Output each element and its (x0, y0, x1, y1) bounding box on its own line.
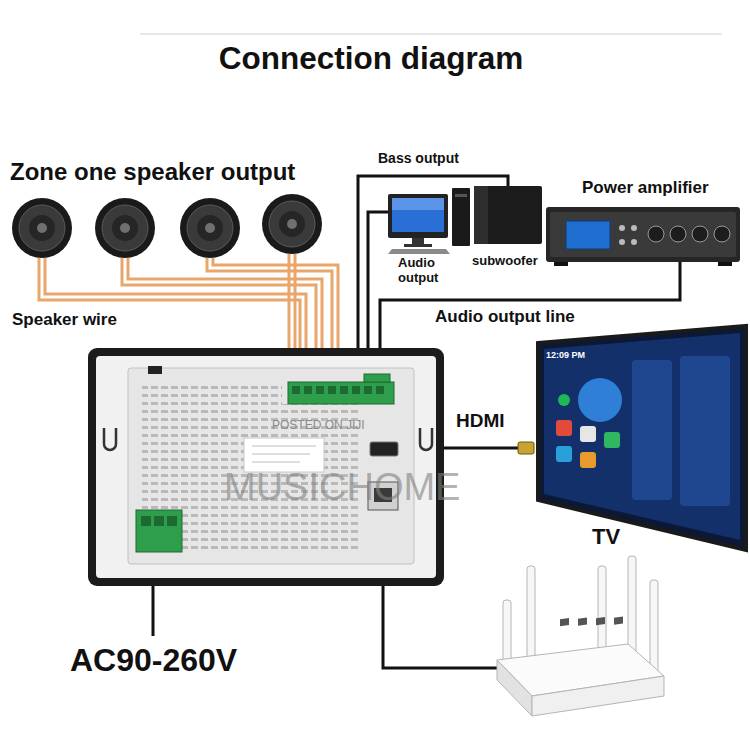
app-icon (556, 420, 572, 436)
ceiling-speaker (262, 194, 322, 254)
power-label: AC90-260V (70, 642, 237, 679)
subwoofer-node: subwoofer (470, 184, 548, 274)
speakers (12, 194, 322, 258)
mounting-hole (420, 428, 432, 450)
watermark: MUSICHOME (224, 466, 460, 510)
title-rule (140, 34, 722, 35)
speaker-wire (288, 254, 291, 350)
drive-bay (455, 194, 467, 197)
node-text: 12:09 PM (546, 350, 585, 360)
power-amplifier (546, 207, 740, 266)
speaker-wires (39, 254, 338, 350)
speaker-terminal (288, 382, 394, 404)
zone-label: Zone one speaker output (10, 158, 295, 186)
power-terminal (136, 510, 182, 552)
subwoofer-side (474, 186, 488, 244)
router (497, 556, 664, 716)
app-icon (556, 446, 572, 462)
mounting-hole (104, 428, 116, 450)
signal-terminal (364, 374, 390, 382)
node-text: Audio output (398, 256, 458, 286)
ceiling-speaker (95, 198, 155, 258)
amplifier-case (546, 207, 740, 262)
app-icon (578, 378, 622, 422)
port-label: HDMI (456, 410, 505, 432)
app-icon (580, 426, 596, 442)
lan-port (614, 616, 623, 624)
hdmi-cable (444, 447, 520, 450)
app-icon (580, 452, 596, 468)
tv (538, 326, 746, 550)
node-text: Power amplifier (582, 178, 709, 198)
node-text: subwoofer (472, 254, 538, 269)
subwoofer-box (474, 186, 542, 244)
subwoofer (474, 186, 542, 244)
lan-port (560, 618, 569, 626)
node-caption: TV (592, 524, 620, 549)
amplifier-node: Power amplifier (546, 174, 746, 266)
keyboard (388, 249, 450, 254)
monitor-stand (412, 238, 424, 244)
lan-port (578, 618, 587, 626)
speaker-wire (213, 258, 338, 350)
speaker-wire (294, 254, 297, 350)
ceiling-speaker (12, 198, 72, 258)
app-panel (632, 360, 672, 500)
lan-port (596, 617, 605, 625)
monitor-base (404, 244, 432, 247)
speaker-wire (207, 258, 332, 350)
tv-wallpaper (544, 333, 740, 540)
audio-wire (368, 212, 388, 350)
clip (148, 366, 162, 374)
tv-node: 12:09 PM TV (528, 322, 748, 554)
router-front (532, 676, 664, 716)
screen-sky (392, 198, 444, 210)
output-label: Bass output (378, 150, 459, 166)
app-icon (558, 394, 570, 406)
app-icon (604, 432, 620, 448)
diagram-title: Connection diagram (0, 40, 746, 76)
app-panel (680, 356, 730, 506)
pc-tower (452, 188, 470, 246)
monitor (388, 194, 448, 238)
router-side (497, 660, 532, 716)
line-label: Audio output line (435, 307, 575, 327)
hdmi-plug (518, 442, 534, 454)
amplifier-display (566, 221, 610, 249)
monitor-screen (392, 198, 444, 232)
tv-screen (538, 326, 746, 550)
computer-node: Audio output (386, 186, 478, 292)
watermark: POSTED ON JIJI (272, 419, 365, 433)
hdmi-port (370, 442, 398, 456)
ceiling-speaker (180, 198, 240, 258)
computer (388, 188, 470, 254)
wire-label: Speaker wire (12, 310, 117, 330)
amplifier-face (550, 212, 736, 257)
